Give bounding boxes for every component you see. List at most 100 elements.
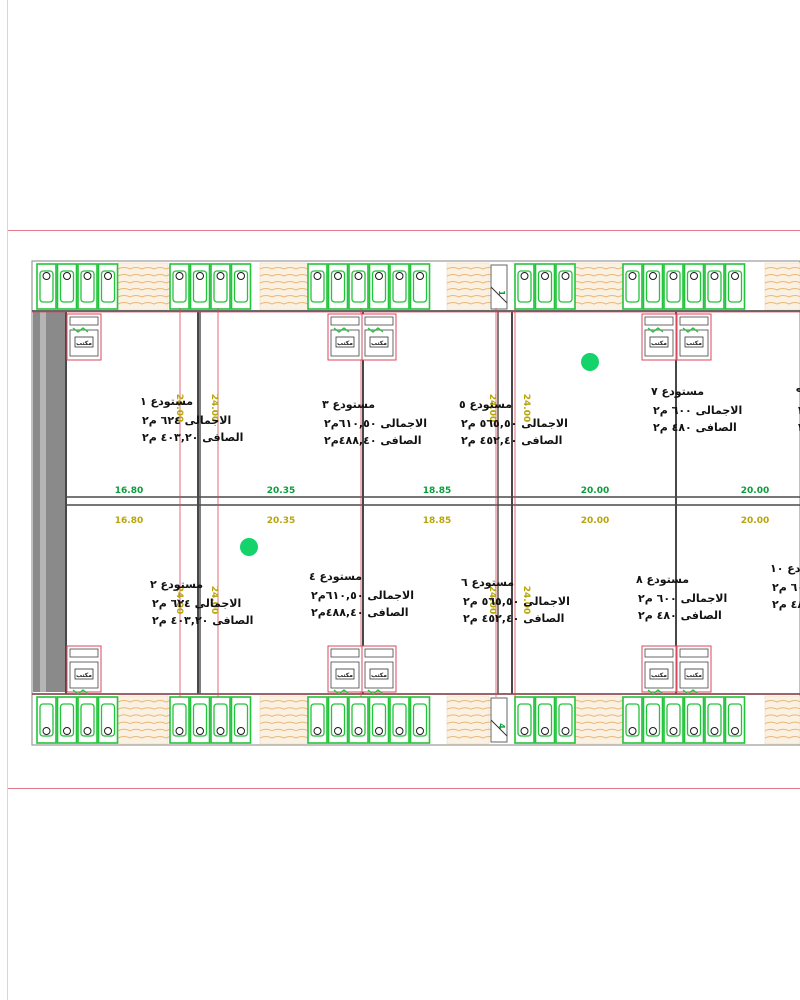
office-label-box xyxy=(369,336,389,348)
parking-space xyxy=(704,696,725,744)
car-wheel-icon xyxy=(334,272,342,280)
unit-net-area-10: الصافى ٤٨٠ م٢ xyxy=(772,598,800,611)
parking-space xyxy=(534,696,556,744)
office-label: مكتب xyxy=(686,672,702,679)
office-door-icon xyxy=(682,689,699,695)
car-wheel-icon xyxy=(541,727,549,735)
office-wc xyxy=(330,648,360,658)
unit-title-9: مستودع ٩ xyxy=(796,385,800,398)
left-wall-strip xyxy=(33,312,66,692)
car-icon xyxy=(666,270,681,303)
width-dimension-upper: 16.80 xyxy=(115,486,143,496)
parking-space xyxy=(514,696,535,744)
car-wheel-icon xyxy=(104,272,112,280)
depth-dimension: 24.00 xyxy=(209,586,219,614)
parking-space xyxy=(704,263,725,310)
car-icon xyxy=(625,703,640,737)
width-dimension-lower: 20.00 xyxy=(581,516,609,526)
car-icon xyxy=(727,703,743,737)
parking-space xyxy=(77,696,98,744)
car-wheel-icon xyxy=(520,272,529,280)
office-room xyxy=(364,329,394,357)
parking-space xyxy=(169,696,190,744)
landscape-hatch xyxy=(446,707,496,710)
parking-space xyxy=(230,263,252,310)
gate-number: 4 xyxy=(497,723,506,729)
parking-space xyxy=(189,263,211,310)
gate-swing-line xyxy=(490,286,508,304)
dimension-labels: 16.8016.8020.3520.3518.8518.8520.0020.00… xyxy=(115,394,769,614)
width-dimension-upper: 20.35 xyxy=(267,486,295,496)
landscape-hatch xyxy=(117,700,179,703)
landscape-hatch xyxy=(764,302,800,305)
car-wheel-icon xyxy=(63,727,71,735)
unit-title-10: مستودع ١٠ xyxy=(770,562,800,575)
parking-space xyxy=(348,263,369,310)
unit-total-area-4: الاجمالى ٦١٠,٥٠م٢ xyxy=(311,589,414,602)
parking-space xyxy=(663,696,684,744)
parking-space xyxy=(348,696,369,744)
left-wall-inner xyxy=(40,312,46,692)
depth-dimension: 24.00 xyxy=(209,394,219,422)
parking-space xyxy=(230,696,252,744)
depth-dimension: 24.00 xyxy=(487,394,497,422)
unit-total-area-9: الاجمالى ٦٠٠ م٢ xyxy=(798,404,800,417)
landscape-hatch xyxy=(764,267,800,270)
car-wheel-icon xyxy=(416,272,424,280)
landscape-hatch xyxy=(569,721,631,725)
parking-space xyxy=(36,696,57,744)
office-label-box xyxy=(335,336,355,348)
landscape-hatch xyxy=(446,728,496,732)
location-marker-unit-4 xyxy=(240,538,258,556)
parking-space xyxy=(534,263,556,310)
landscape-hatch xyxy=(259,707,309,710)
car-icon xyxy=(80,703,95,737)
office-wc xyxy=(644,316,674,326)
car-icon xyxy=(330,703,346,737)
car-icon xyxy=(80,270,95,303)
landscape-hatch xyxy=(259,295,309,298)
car-icon xyxy=(100,703,116,737)
car-wheel-icon xyxy=(216,272,225,280)
parking-space xyxy=(409,696,431,744)
unit-title-8: مستودع ٨ xyxy=(636,573,689,586)
car-wheel-icon xyxy=(196,272,204,280)
car-wheel-icon xyxy=(628,727,637,735)
car-icon xyxy=(537,703,553,737)
landscape-hatch xyxy=(259,721,309,725)
landscape-hatch xyxy=(446,700,496,703)
office-door-icon xyxy=(647,327,664,333)
parking-space xyxy=(97,696,119,744)
depth-dimension: 24.00 xyxy=(521,394,531,422)
landscape-hatch xyxy=(569,267,631,270)
car-icon xyxy=(558,703,573,737)
office-room xyxy=(330,661,360,689)
landscape-hatch xyxy=(569,274,631,277)
car-wheel-icon xyxy=(710,272,719,280)
car-wheel-icon xyxy=(354,272,363,280)
landscape-hatch xyxy=(569,700,631,703)
parking-strips: 14 xyxy=(32,262,800,745)
parking-space xyxy=(409,263,431,310)
landscape-hatch xyxy=(446,736,496,739)
unit-title-4: مستودع ٤ xyxy=(309,570,362,583)
width-dimension-lower: 20.35 xyxy=(267,516,295,526)
car-wheel-icon xyxy=(669,272,678,280)
office-room xyxy=(330,329,360,357)
car-wheel-icon xyxy=(561,272,570,280)
car-wheel-icon xyxy=(216,727,225,735)
landscape-hatch xyxy=(259,714,309,717)
unit-total-area-10: الاجمالى ٦٠٠ م٢ xyxy=(772,581,800,594)
office-door-icon xyxy=(367,327,384,333)
car-icon xyxy=(558,270,573,303)
unit-title-3: مستودع ٣ xyxy=(322,398,375,411)
office-room xyxy=(679,661,709,689)
parking-space xyxy=(555,263,576,310)
car-wheel-icon xyxy=(710,727,719,735)
car-icon xyxy=(727,270,743,303)
office-wc xyxy=(69,648,99,658)
unit-total-area-6: الاجمالى ٥٦٥,٥٠ م٢ xyxy=(463,595,570,608)
sheet-bottom-border xyxy=(8,788,800,789)
